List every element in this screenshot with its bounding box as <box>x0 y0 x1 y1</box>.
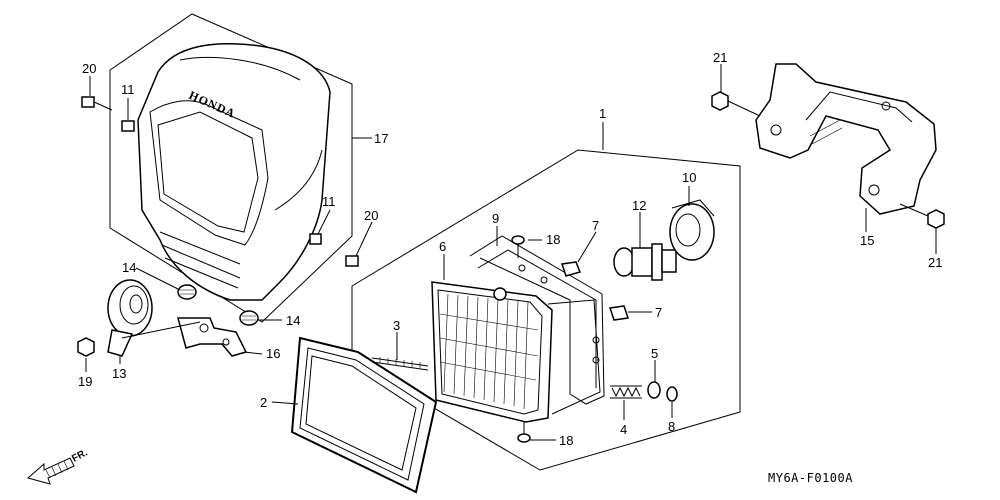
callout-19: 19 <box>78 374 92 389</box>
callout-21-lower: 21 <box>928 255 942 270</box>
callout-5: 5 <box>651 346 658 361</box>
washer-8 <box>666 386 678 402</box>
callout-13: 13 <box>112 366 126 381</box>
callout-10: 10 <box>682 170 696 185</box>
nut-11-upper <box>121 120 135 132</box>
bolt-21-lower <box>899 203 945 229</box>
headlight-unit <box>431 281 601 423</box>
grommet-lower <box>239 310 259 326</box>
callout-17: 17 <box>374 131 388 146</box>
screw-18-upper <box>511 235 525 258</box>
horn-bracket <box>177 317 248 357</box>
bolt-21-upper <box>711 91 761 117</box>
callout-8: 8 <box>668 419 675 434</box>
cowl-group-outline <box>109 13 353 323</box>
callout-15: 15 <box>860 233 874 248</box>
bulb-socket <box>669 199 715 261</box>
screw-18-lower <box>517 422 531 443</box>
headlight-cowl: HONDA <box>137 43 331 301</box>
nut-5 <box>647 381 661 399</box>
nut-7-upper <box>561 261 582 277</box>
nut-19 <box>77 337 95 357</box>
callout-14-upper: 14 <box>122 260 136 275</box>
callout-14-lower: 14 <box>286 313 300 328</box>
callout-7-upper: 7 <box>592 218 599 233</box>
grommet-upper <box>177 284 197 300</box>
spring <box>610 385 642 399</box>
callout-20-lower: 20 <box>364 208 378 223</box>
callout-1: 1 <box>599 106 606 121</box>
callout-16: 16 <box>266 346 280 361</box>
callouts: 20 11 17 11 20 14 14 16 19 13 1 9 18 7 6… <box>78 50 942 448</box>
bolt-20-upper <box>81 96 113 111</box>
headlight-bulb <box>613 243 677 281</box>
callout-2: 2 <box>260 395 267 410</box>
direction-label: FR. <box>70 447 90 464</box>
callout-12: 12 <box>632 198 646 213</box>
callout-11-lower: 11 <box>322 194 336 209</box>
diagram-code: MY6A-F0100A <box>768 471 853 485</box>
callout-4: 4 <box>620 422 627 437</box>
callout-9: 9 <box>492 211 499 226</box>
leader-lines <box>85 64 937 441</box>
headlight-case <box>469 235 605 405</box>
nut-7-lower <box>609 305 629 321</box>
callout-7-lower: 7 <box>655 305 662 320</box>
callout-20-upper: 20 <box>82 61 96 76</box>
callout-11-upper: 11 <box>121 82 135 97</box>
callout-3: 3 <box>393 318 400 333</box>
callout-6: 6 <box>439 239 446 254</box>
headlight-stay <box>755 63 937 215</box>
nut-11-lower <box>309 233 322 245</box>
callout-21-upper: 21 <box>713 50 727 65</box>
horn <box>107 279 153 357</box>
adjust-screw <box>371 357 429 371</box>
headlight-rim <box>290 336 438 494</box>
front-direction-arrow: FR. <box>26 447 90 485</box>
bolt-20-lower <box>345 255 359 267</box>
callout-18-upper: 18 <box>546 232 560 247</box>
callout-18-lower: 18 <box>559 433 573 448</box>
